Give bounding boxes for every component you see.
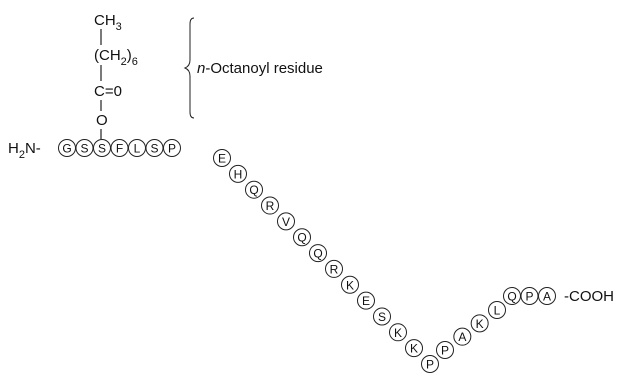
residue-circle (229, 164, 247, 183)
residue-23: A (453, 327, 472, 346)
residue-6: S (145, 139, 164, 157)
residue-26: Q (503, 287, 521, 305)
residue-letter: Q (507, 290, 516, 304)
residue-19: K (389, 323, 407, 342)
residue-circle (373, 307, 391, 326)
residue-letter: S (98, 142, 106, 156)
residue-circle (436, 341, 454, 359)
residue-circle (341, 275, 359, 294)
residue-letter: R (330, 262, 339, 276)
residue-24: K (470, 314, 489, 333)
residue-1: G (58, 139, 76, 157)
residue-circle (389, 323, 407, 342)
residue-letter: P (426, 358, 434, 372)
residue-28: A (538, 287, 556, 305)
residue-4: F (110, 139, 129, 157)
curly-brace (183, 17, 195, 119)
residue-letter: P (525, 290, 533, 304)
residue-circle (470, 314, 489, 333)
residue-letter: H (234, 167, 243, 181)
residue-20: K (405, 339, 423, 358)
residue-circle (213, 149, 231, 167)
residue-letter: A (458, 330, 466, 344)
residue-letter: L (494, 304, 501, 318)
residue-9: H (229, 164, 247, 183)
residue-21: P (421, 355, 439, 373)
octanoyl-label: n-Octanoyl residue (197, 60, 323, 77)
residue-circle (163, 139, 181, 157)
residue-3: S (93, 139, 111, 157)
residue-2: S (75, 139, 94, 157)
residue-8: E (213, 149, 231, 167)
residue-letter: G (62, 142, 71, 156)
ester-oxygen: O (96, 112, 108, 129)
residue-11: R (261, 196, 279, 215)
residue-letter: K (476, 317, 484, 331)
carbonyl-group: C=0 (94, 83, 122, 100)
residue-circle (453, 327, 472, 346)
residue-circle (538, 287, 556, 305)
residue-5: L (128, 139, 146, 157)
residue-7: P (163, 139, 181, 157)
residue-10: Q (245, 180, 263, 199)
residue-letter: F (116, 142, 123, 156)
residue-letter: K (410, 342, 418, 356)
residue-circle (325, 259, 343, 278)
methylene-chain: (CH2)6 (94, 47, 138, 68)
residue-letter: K (346, 278, 354, 292)
residue-letter: S (150, 142, 158, 156)
residue-27: P (520, 287, 539, 305)
c-terminus: -COOH (564, 288, 614, 305)
n-terminus: H2N- (8, 140, 41, 161)
residue-circle (405, 339, 423, 358)
residue-circle (293, 228, 311, 247)
residue-letter: S (80, 142, 88, 156)
residue-12: V (277, 212, 295, 231)
residue-letter: Q (313, 247, 322, 261)
residue-circle (309, 244, 327, 263)
residue-letter: K (394, 326, 402, 340)
residue-circle (357, 291, 375, 310)
residue-16: K (341, 275, 359, 294)
residue-letter: Q (297, 231, 306, 245)
residue-13: Q (293, 228, 311, 247)
residue-letter: P (168, 142, 176, 156)
octanoyl-side-chain: CH3 (CH2)6 C=0 O (94, 12, 138, 139)
residue-letter: S (378, 310, 386, 324)
residue-circle (245, 180, 263, 199)
residue-letter: A (543, 290, 551, 304)
residue-17: E (357, 291, 375, 310)
residue-circle (261, 196, 279, 215)
residue-25: L (488, 301, 506, 319)
methyl-group: CH3 (94, 12, 122, 33)
residue-letter: V (282, 215, 290, 229)
residue-letter: Q (249, 183, 258, 197)
residue-circle (421, 355, 439, 373)
residue-circle (277, 212, 295, 231)
residue-18: S (373, 307, 391, 326)
residue-letter: E (218, 152, 226, 166)
residue-letter: E (362, 294, 370, 308)
residue-circle (488, 301, 506, 319)
residue-15: R (325, 259, 343, 278)
residue-letter: R (266, 199, 275, 213)
residue-14: Q (309, 244, 327, 263)
residue-22: P (436, 341, 454, 359)
residue-letter: P (441, 344, 449, 358)
residue-letter: L (134, 142, 141, 156)
